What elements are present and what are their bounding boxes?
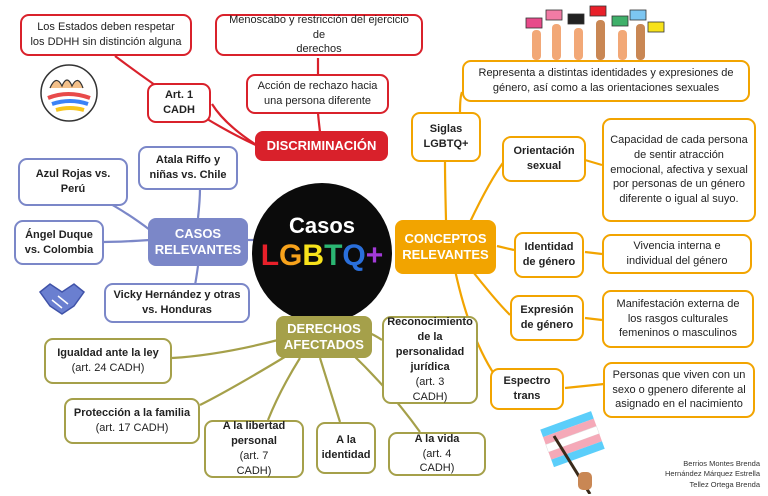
node-vida: A la vida (art. 4 CADH) — [388, 432, 486, 476]
familia-article: (art. 17 CADH) — [95, 422, 169, 434]
center-title: Casos — [288, 213, 356, 238]
familia-title: Protección a la familia — [73, 407, 191, 420]
hands-circle-icon — [40, 64, 98, 122]
hub-casos-relevantes: CASOS RELEVANTES — [148, 218, 248, 266]
credit-line: Berrios Montes Brenda — [683, 458, 760, 468]
node-espectro-definicion: Personas que viven con un sexo o gpenero… — [603, 362, 755, 418]
node-orientacion-definicion: Capacidad de cada persona de sentir atra… — [602, 118, 756, 222]
node-siglas-lgbtq: Siglas LGBTQ+ — [411, 112, 481, 162]
node-angel-duque: Ángel Duque vs. Colombia — [14, 220, 104, 265]
igualdad-title: Igualdad ante la ley — [57, 347, 159, 360]
node-espectro-trans: Espectro trans — [490, 368, 564, 410]
libertad-title: A la libertad personal — [222, 420, 286, 448]
letter-g: G — [279, 239, 303, 272]
letter-plus: + — [365, 239, 384, 272]
node-reconocimiento: Reconocimiento de la personalidad jurídi… — [382, 316, 478, 404]
node-identidad-definicion: Vivencia interna e individual del género — [602, 234, 752, 274]
node-identidad-genero: Identidad de género — [514, 232, 584, 278]
letter-b: B — [302, 239, 325, 272]
node-azul-rojas: Azul Rojas vs. Perú — [18, 158, 128, 206]
node-accion-rechazo: Acción de rechazo hacia una persona dife… — [246, 74, 389, 114]
node-vicky-hernandez: Vicky Hernández y otras vs. Honduras — [104, 283, 250, 323]
node-ddhh: Los Estados deben respetar los DDHH sin … — [20, 14, 192, 56]
pride-flags-icon — [525, 5, 665, 60]
hub-discriminacion: DISCRIMINACIÓN — [255, 131, 388, 161]
author-credits: Berrios Montes Brenda Hernández Márquez … — [665, 459, 760, 491]
node-igualdad: Igualdad ante la ley (art. 24 CADH) — [44, 338, 172, 384]
center-title-circle: Casos LGBTQ+ — [252, 183, 392, 323]
node-atala-riffo: Atala Riffo y niñas vs. Chile — [138, 146, 238, 190]
hub-conceptos-relevantes: CONCEPTOS RELEVANTES — [395, 220, 496, 274]
node-libertad-personal: A la libertad personal (art. 7 CADH) — [204, 420, 304, 478]
node-expresion-genero: Expresión de género — [510, 295, 584, 341]
trans-flag-icon — [540, 411, 605, 494]
credit-line: Hernández Márquez Estrella — [664, 469, 760, 478]
libertad-article: (art. 7 CADH) — [236, 450, 272, 477]
reconocimiento-article: (art. 3 CADH) — [412, 375, 448, 403]
node-menoscabo: Menoscabo y restricción del ejercicio de… — [215, 14, 423, 56]
letter-l: L — [260, 239, 280, 272]
igualdad-article: (art. 24 CADH) — [71, 362, 145, 374]
handshake-icon — [38, 283, 86, 315]
hub-derechos-afectados: DERECHOS AFECTADOS — [276, 316, 372, 358]
node-orientacion-sexual: Orientación sexual — [502, 136, 586, 182]
credit-line: Tellez Ortega Brenda — [689, 479, 760, 489]
reconocimiento-title: Reconocimiento de la personalidad jurídi… — [387, 316, 473, 373]
node-identidad: A la identidad — [316, 422, 376, 474]
center-lgbtq-wordmark: LGBTQ+ — [252, 239, 392, 273]
vida-title: A la vida — [414, 432, 460, 445]
node-proteccion-familia: Protección a la familia (art. 17 CADH) — [64, 398, 200, 444]
node-siglas-definicion: Representa a distintas identidades y exp… — [462, 60, 750, 102]
letter-t: T — [324, 239, 343, 272]
node-expresion-definicion: Manifestación externa de los rasgos cult… — [602, 290, 754, 348]
node-art-1-cadh: Art. 1 CADH — [147, 83, 211, 123]
vida-article: (art. 4 CADH) — [419, 447, 455, 475]
letter-q: Q — [342, 239, 366, 272]
